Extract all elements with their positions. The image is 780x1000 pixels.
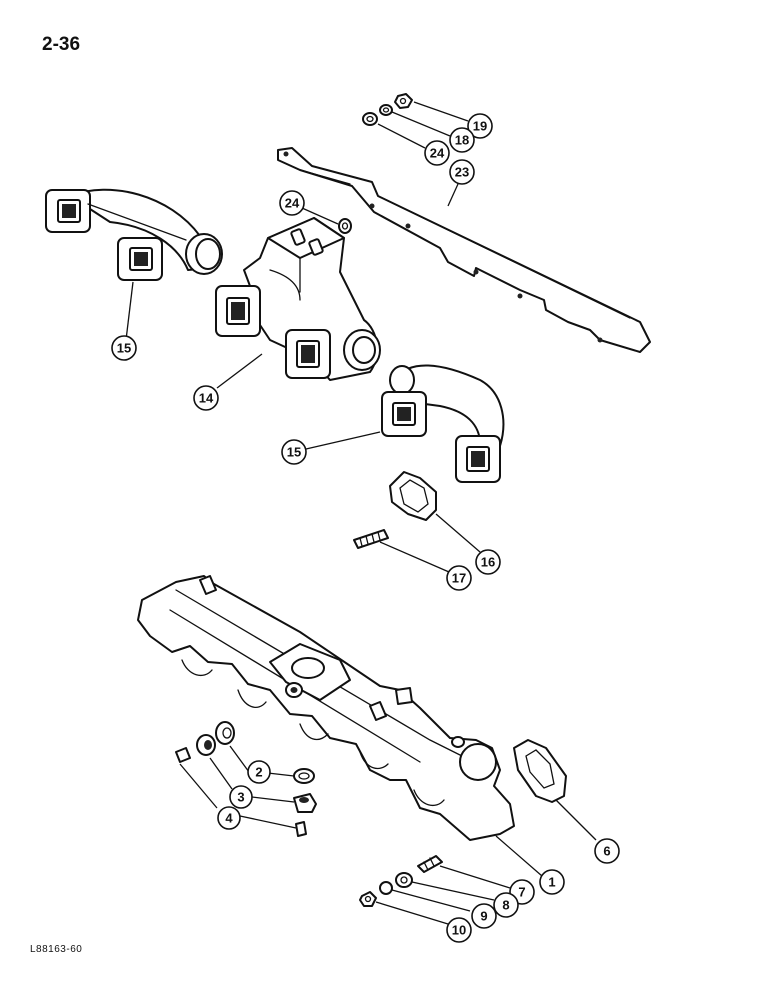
callout-8: 8 bbox=[493, 892, 519, 918]
leader-lines bbox=[125, 101, 597, 925]
callout-16: 16 bbox=[475, 549, 501, 575]
callout-19: 19 bbox=[467, 113, 493, 139]
svg-text:16: 16 bbox=[481, 555, 495, 570]
callout-24-mid: 24 bbox=[279, 190, 305, 216]
nut-19-part bbox=[394, 93, 413, 109]
callout-4: 4 bbox=[217, 806, 241, 830]
svg-text:8: 8 bbox=[502, 898, 509, 913]
plug-2-upper-part bbox=[215, 721, 235, 745]
washer-8-part bbox=[395, 872, 413, 888]
callout-9: 9 bbox=[471, 903, 497, 929]
exhaust-manifold-main-part bbox=[137, 575, 515, 841]
callout-2: 2 bbox=[247, 760, 271, 784]
nut-10-part bbox=[359, 891, 377, 907]
stud-17-part bbox=[353, 529, 389, 549]
svg-text:10: 10 bbox=[452, 923, 466, 938]
callout-10: 10 bbox=[446, 917, 472, 943]
callout-14: 14 bbox=[193, 385, 219, 411]
plug-3-lower-part bbox=[293, 793, 317, 813]
callout-1: 1 bbox=[539, 869, 565, 895]
svg-text:24: 24 bbox=[285, 196, 300, 211]
callout-23: 23 bbox=[449, 159, 475, 185]
washer-2-lower-part bbox=[293, 768, 315, 784]
nut-24-top-part bbox=[362, 112, 378, 126]
svg-text:24: 24 bbox=[430, 146, 445, 161]
gasket-6-part bbox=[513, 739, 567, 803]
manifold-center-section-part bbox=[215, 217, 381, 381]
fitting-4-upper-part bbox=[175, 747, 191, 763]
figure-code: L88163-60 bbox=[30, 944, 83, 955]
nut-24-mid-part bbox=[338, 218, 352, 234]
svg-text:18: 18 bbox=[455, 133, 469, 148]
callout-24-top: 24 bbox=[424, 140, 450, 166]
svg-text:14: 14 bbox=[199, 391, 214, 406]
callout-17: 17 bbox=[446, 565, 472, 591]
svg-text:15: 15 bbox=[117, 341, 131, 356]
washer-18-part bbox=[379, 104, 393, 116]
exhaust-elbow-upper-part bbox=[45, 188, 223, 281]
lockwasher-9-part bbox=[379, 881, 393, 895]
svg-text:19: 19 bbox=[473, 119, 487, 134]
svg-text:4: 4 bbox=[225, 811, 233, 826]
callout-18: 18 bbox=[449, 127, 475, 153]
exhaust-elbow-lower-part bbox=[381, 364, 505, 483]
svg-text:1: 1 bbox=[548, 875, 555, 890]
svg-text:15: 15 bbox=[287, 445, 301, 460]
svg-text:23: 23 bbox=[455, 165, 469, 180]
svg-text:9: 9 bbox=[480, 909, 487, 924]
svg-text:7: 7 bbox=[518, 885, 525, 900]
plug-3-upper-part bbox=[196, 734, 216, 756]
fitting-4-lower-part bbox=[295, 821, 307, 837]
svg-text:3: 3 bbox=[237, 790, 244, 805]
callout-15-upper: 15 bbox=[111, 335, 137, 361]
page-number: 2-36 bbox=[42, 34, 81, 55]
callout-3: 3 bbox=[229, 785, 253, 809]
svg-text:6: 6 bbox=[603, 844, 610, 859]
stud-7-part bbox=[417, 855, 443, 873]
callout-6: 6 bbox=[594, 838, 620, 864]
gasket-16-part bbox=[389, 471, 437, 521]
svg-text:17: 17 bbox=[452, 571, 466, 586]
callout-15-lower: 15 bbox=[281, 439, 307, 465]
heat-shield-part bbox=[277, 147, 651, 353]
svg-text:2: 2 bbox=[255, 765, 262, 780]
